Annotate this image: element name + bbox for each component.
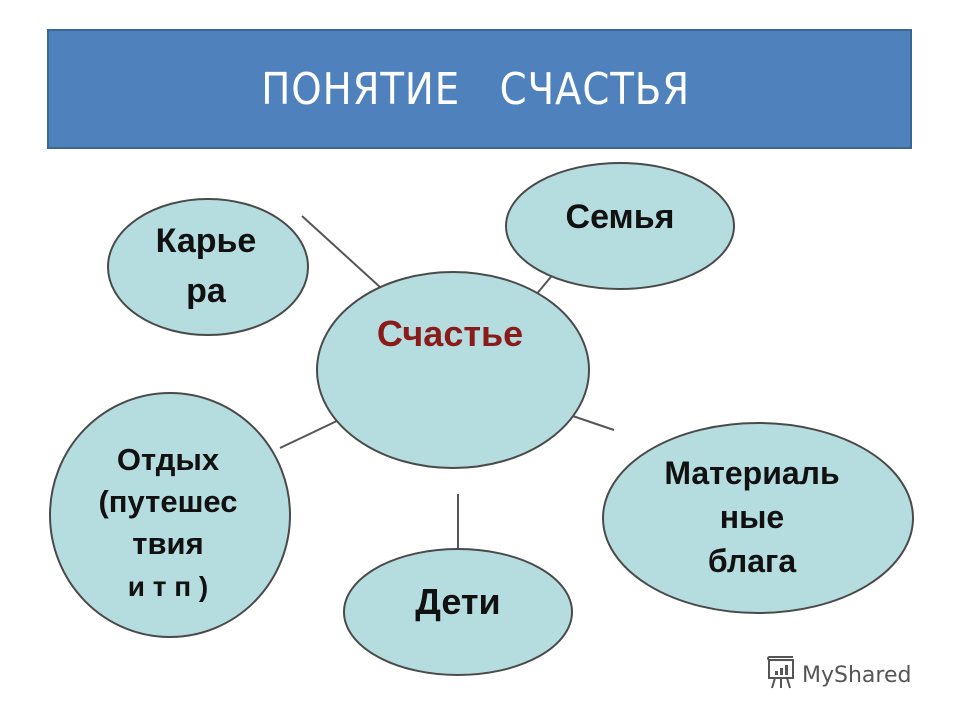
presentation-board-icon [766,656,796,695]
node-career: Карье ра [107,198,309,336]
page-title: ПОНЯТИЕ СЧАСТЬЯ [261,63,690,115]
node-center-happiness: Счастье [316,271,590,469]
node-children: Дети [343,548,573,676]
node-rest: Отдых (путешес твия и т п ) [49,392,291,638]
node-family-label: Семья [566,198,675,236]
connector-career [301,215,393,299]
node-material-line-1: Материаль [664,455,839,491]
node-material-goods: Материаль ные блага [602,422,914,614]
node-rest-line-1: Отдых [117,442,220,477]
node-material-line-3: блага [708,543,796,579]
node-career-line-2: ра [186,272,227,310]
node-family: Семья [505,162,735,290]
node-rest-line-3: твия [132,526,203,561]
node-rest-line-4: и т п ) [128,571,209,602]
node-rest-line-2: (путешес [98,484,237,519]
myshared-watermark: MyShared [766,656,911,695]
title-banner: ПОНЯТИЕ СЧАСТЬЯ [47,29,912,149]
node-career-line-1: Карье [156,222,257,260]
watermark-text: MyShared [802,663,912,688]
node-material-line-2: ные [720,499,784,535]
center-label: Счастье [377,313,523,354]
node-children-label: Дети [415,581,500,622]
